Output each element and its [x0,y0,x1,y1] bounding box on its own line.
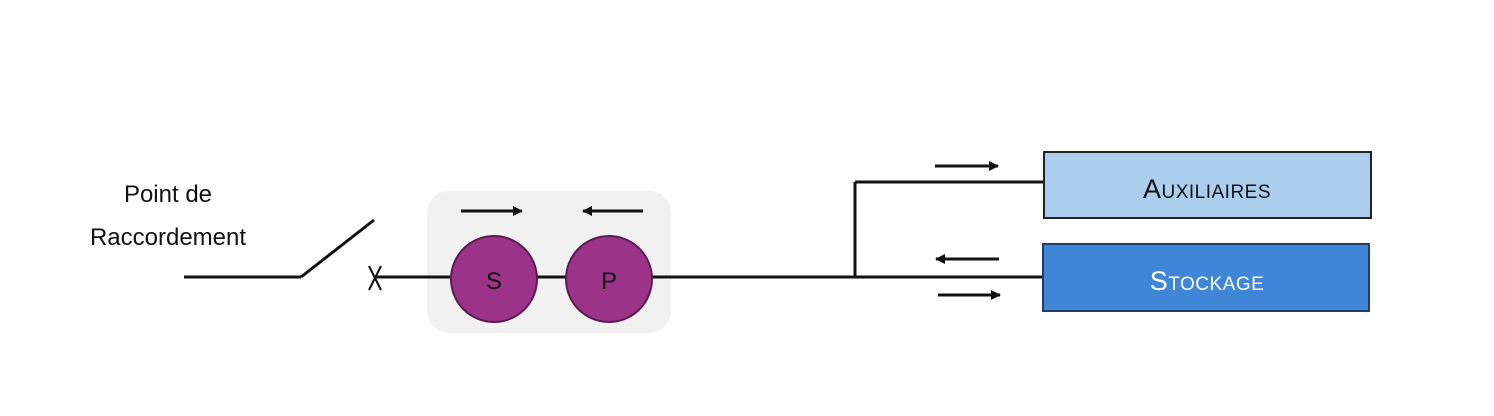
meter-p-label: P [601,268,617,295]
connection-point-label-line1: Point de [124,181,212,208]
meter-p-circle [565,235,653,323]
open-switch-blade [300,218,375,279]
meter-s-label: S [486,268,502,295]
auxiliaires-label: Auxiliaires [1143,174,1271,204]
stockage-box [1042,243,1370,312]
connection-point-label-line2: Raccordement [90,224,246,251]
meter-s-circle [450,235,538,323]
stockage-label: Stockage [1150,266,1265,296]
auxiliaires-box [1043,151,1372,219]
